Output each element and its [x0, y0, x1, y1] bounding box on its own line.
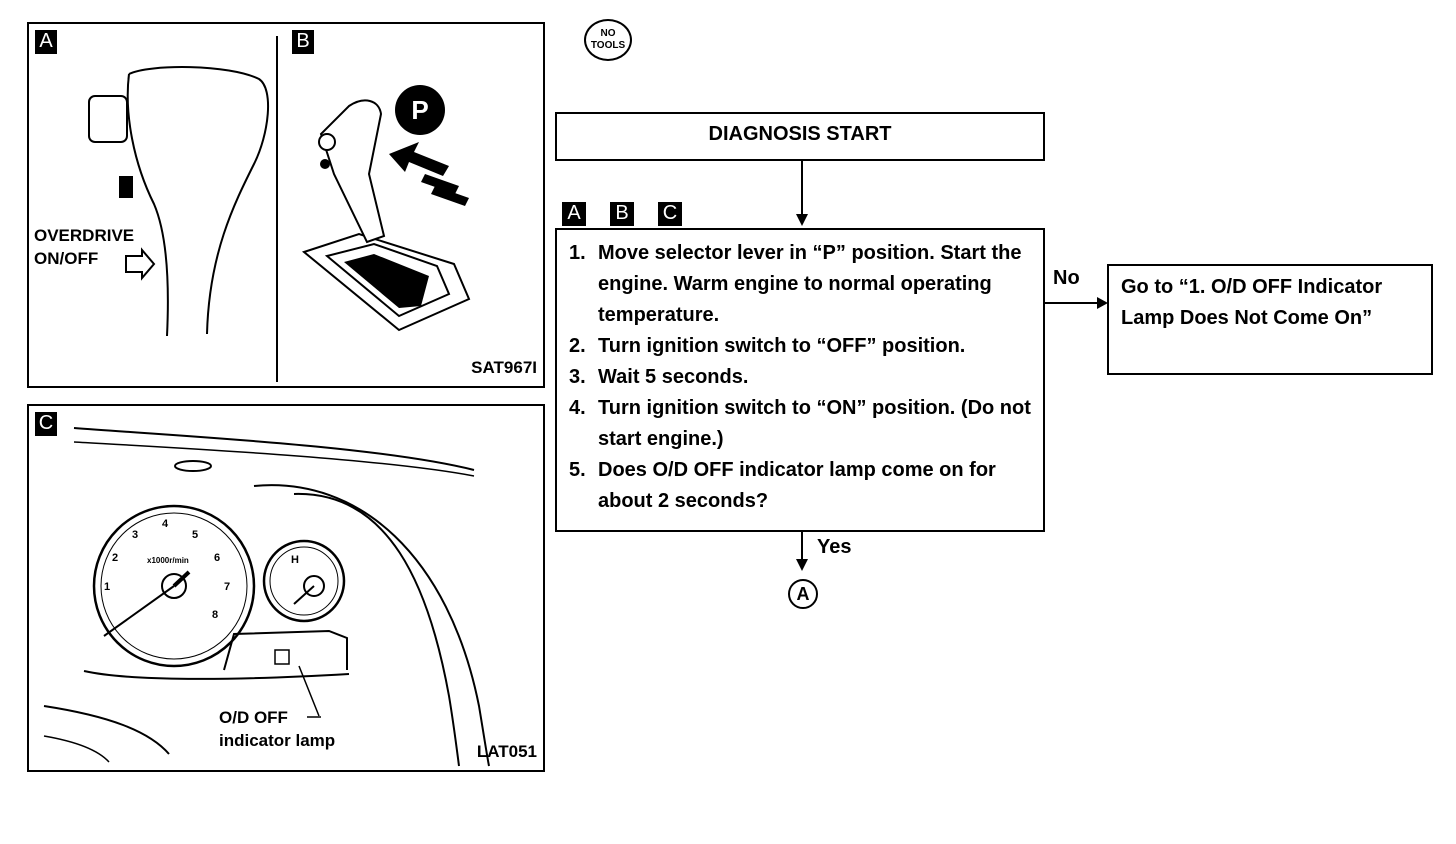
panel-b-tag: B [292, 30, 314, 54]
no-branch-target-text: Go to “1. O/D OFF Indicator Lamp Does No… [1121, 276, 1383, 329]
figure-code-sat967i: SAT967I [471, 358, 537, 377]
od-off-lamp-label-line2: indicator lamp [219, 731, 336, 750]
step-item: 3. Wait 5 seconds. [569, 362, 1033, 393]
figure-panel-c: C 1 2 3 4 5 6 7 8 x1000r/min H O/D OFF i… [27, 404, 545, 772]
overdrive-label-line1: OVERDRIVE [34, 226, 135, 245]
diagnosis-start-label: DIAGNOSIS START [708, 123, 892, 145]
step-item: 4. Turn ignition switch to “ON” position.… [569, 393, 1033, 455]
od-off-lamp-label: O/D OFF indicator lamp [219, 706, 335, 752]
gauge-number-4: 4 [162, 518, 169, 530]
step-number: 2. [569, 335, 586, 357]
overdrive-label-line2: ON/OFF [34, 249, 99, 268]
instrument-cluster-drawing [43, 427, 490, 767]
yes-branch-label: Yes [817, 536, 852, 558]
gauge-number-5: 5 [192, 529, 199, 541]
no-tools-line1: NO [600, 28, 616, 39]
connector-a-icon: A [788, 579, 818, 609]
step-item: 2. Turn ignition switch to “OFF” position… [569, 331, 1033, 362]
flow-tag-b: B [610, 202, 634, 226]
step-number: 5. [569, 459, 586, 481]
gauge-number-8: 8 [212, 609, 219, 621]
diagnosis-start-box: DIAGNOSIS START [555, 112, 1045, 161]
no-tools-line2: TOOLS [590, 40, 626, 51]
gauge-number-3: 3 [132, 529, 139, 541]
step-text: Wait 5 seconds. [598, 366, 749, 388]
step-number: 3. [569, 366, 586, 388]
step-number: 1. [569, 242, 586, 264]
no-branch-label: No [1053, 267, 1080, 289]
temp-mark: H [291, 554, 299, 566]
step-item: 1. Move selector lever in “P” position. S… [569, 238, 1033, 331]
figure-code-lat051: LAT051 [476, 742, 537, 761]
p-position-badge: P [395, 85, 445, 135]
flow-tag-a: A [562, 202, 586, 226]
step-item: 5. Does O/D OFF indicator lamp come on fo… [569, 455, 1033, 517]
step-text: Does O/D OFF indicator lamp come on for … [598, 459, 996, 512]
step-text: Move selector lever in “P” position. Sta… [598, 242, 1022, 326]
gauge-number-2: 2 [112, 552, 119, 564]
flow-tag-c: C [658, 202, 682, 226]
diagnosis-steps-box: 1. Move selector lever in “P” position. S… [555, 228, 1045, 532]
gauge-number-7: 7 [224, 581, 231, 593]
gauge-number-6: 6 [214, 552, 221, 564]
no-tools-icon: NO TOOLS [584, 19, 632, 61]
step-text: Turn ignition switch to “ON” position. (… [598, 397, 1031, 450]
step-number: 4. [569, 397, 586, 419]
gauge-unit: x1000r/min [147, 556, 189, 565]
figure-panel-ab: A B OVERDRIVE ON/OFF P SAT967I [27, 22, 545, 388]
no-branch-target-box: Go to “1. O/D OFF Indicator Lamp Does No… [1107, 264, 1433, 375]
od-off-lamp-label-line1: O/D OFF [219, 708, 288, 727]
step-text: Turn ignition switch to “OFF” position. [598, 335, 966, 357]
overdrive-label: OVERDRIVE ON/OFF [34, 224, 134, 270]
panel-c-tag: C [35, 412, 57, 436]
panel-a-tag: A [35, 30, 57, 54]
diagnosis-steps: 1. Move selector lever in “P” position. S… [569, 238, 1033, 517]
shift-lever-drawings [88, 36, 471, 382]
gauge-number-1: 1 [104, 581, 111, 593]
